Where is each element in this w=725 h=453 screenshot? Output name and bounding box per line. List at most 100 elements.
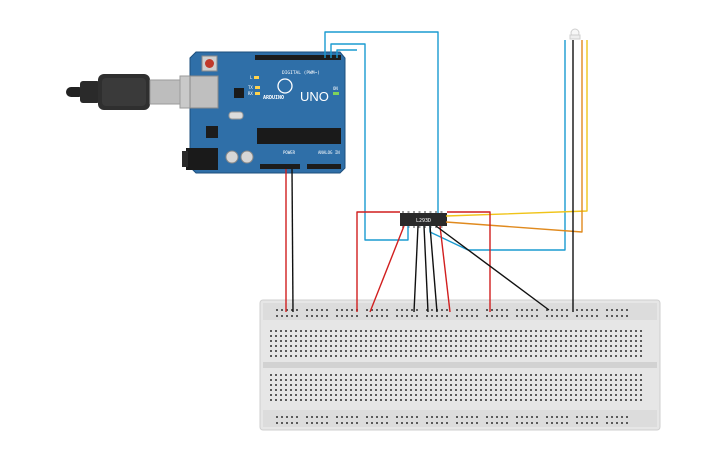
breadboard-hole[interactable] [310,340,312,342]
breadboard-hole[interactable] [530,350,532,352]
breadboard-hole[interactable] [375,394,377,396]
breadboard-hole[interactable] [465,389,467,391]
breadboard-hole[interactable] [315,374,317,376]
breadboard-hole[interactable] [555,379,557,381]
breadboard-hole[interactable] [345,340,347,342]
breadboard-hole[interactable] [416,315,418,317]
breadboard-hole[interactable] [350,355,352,357]
breadboard-hole[interactable] [345,399,347,401]
breadboard-hole[interactable] [625,350,627,352]
breadboard-hole[interactable] [426,315,428,317]
breadboard-hole[interactable] [551,309,553,311]
breadboard-hole[interactable] [321,315,323,317]
breadboard-hole[interactable] [370,355,372,357]
breadboard-hole[interactable] [285,379,287,381]
breadboard-hole[interactable] [555,374,557,376]
breadboard-hole[interactable] [580,379,582,381]
breadboard-hole[interactable] [460,350,462,352]
breadboard-hole[interactable] [420,384,422,386]
breadboard-hole[interactable] [270,394,272,396]
breadboard-hole[interactable] [545,394,547,396]
breadboard-hole[interactable] [540,335,542,337]
breadboard-hole[interactable] [470,389,472,391]
breadboard-hole[interactable] [450,384,452,386]
breadboard-hole[interactable] [580,345,582,347]
breadboard-hole[interactable] [600,345,602,347]
breadboard-hole[interactable] [426,309,428,311]
breadboard-hole[interactable] [405,350,407,352]
breadboard-hole[interactable] [585,394,587,396]
breadboard-hole[interactable] [275,355,277,357]
breadboard-hole[interactable] [365,399,367,401]
breadboard-hole[interactable] [295,340,297,342]
breadboard-hole[interactable] [496,309,498,311]
breadboard-hole[interactable] [490,350,492,352]
breadboard-hole[interactable] [626,315,628,317]
breadboard-hole[interactable] [290,355,292,357]
breadboard-hole[interactable] [425,379,427,381]
breadboard-hole[interactable] [480,330,482,332]
breadboard-hole[interactable] [315,345,317,347]
breadboard-hole[interactable] [390,399,392,401]
breadboard-hole[interactable] [565,389,567,391]
breadboard-hole[interactable] [570,374,572,376]
breadboard-hole[interactable] [530,345,532,347]
breadboard-hole[interactable] [430,394,432,396]
breadboard-hole[interactable] [406,416,408,418]
breadboard-hole[interactable] [350,389,352,391]
breadboard-hole[interactable] [545,355,547,357]
breadboard-hole[interactable] [500,345,502,347]
breadboard-hole[interactable] [625,384,627,386]
breadboard-hole[interactable] [485,350,487,352]
breadboard-hole[interactable] [555,389,557,391]
breadboard-hole[interactable] [370,330,372,332]
breadboard-hole[interactable] [355,340,357,342]
breadboard-hole[interactable] [375,379,377,381]
breadboard-hole[interactable] [550,399,552,401]
breadboard-hole[interactable] [580,355,582,357]
breadboard-hole[interactable] [530,340,532,342]
breadboard-hole[interactable] [285,355,287,357]
breadboard-hole[interactable] [345,379,347,381]
breadboard-hole[interactable] [425,389,427,391]
breadboard-hole[interactable] [620,330,622,332]
breadboard-hole[interactable] [281,416,283,418]
breadboard-hole[interactable] [270,384,272,386]
breadboard-hole[interactable] [500,335,502,337]
breadboard-hole[interactable] [595,394,597,396]
breadboard-hole[interactable] [625,355,627,357]
breadboard-hole[interactable] [475,345,477,347]
breadboard-hole[interactable] [325,340,327,342]
breadboard-hole[interactable] [470,330,472,332]
breadboard-hole[interactable] [540,355,542,357]
breadboard-hole[interactable] [605,340,607,342]
breadboard-hole[interactable] [350,394,352,396]
breadboard-hole[interactable] [470,374,472,376]
breadboard-hole[interactable] [365,379,367,381]
breadboard-hole[interactable] [480,355,482,357]
breadboard-hole[interactable] [500,355,502,357]
breadboard-hole[interactable] [375,335,377,337]
breadboard-hole[interactable] [595,399,597,401]
breadboard-hole[interactable] [416,422,418,424]
breadboard-hole[interactable] [595,350,597,352]
breadboard-hole[interactable] [575,355,577,357]
breadboard-hole[interactable] [575,374,577,376]
breadboard-hole[interactable] [335,355,337,357]
breadboard-hole[interactable] [341,309,343,311]
breadboard-hole[interactable] [291,422,293,424]
breadboard-hole[interactable] [410,394,412,396]
breadboard-hole[interactable] [540,330,542,332]
breadboard-hole[interactable] [360,379,362,381]
breadboard-hole[interactable] [320,355,322,357]
breadboard-hole[interactable] [441,309,443,311]
breadboard-hole[interactable] [330,330,332,332]
breadboard-hole[interactable] [400,350,402,352]
breadboard-hole[interactable] [330,379,332,381]
breadboard-hole[interactable] [395,384,397,386]
breadboard-hole[interactable] [395,379,397,381]
breadboard-hole[interactable] [345,389,347,391]
breadboard-hole[interactable] [270,374,272,376]
breadboard-hole[interactable] [505,345,507,347]
breadboard-hole[interactable] [585,384,587,386]
